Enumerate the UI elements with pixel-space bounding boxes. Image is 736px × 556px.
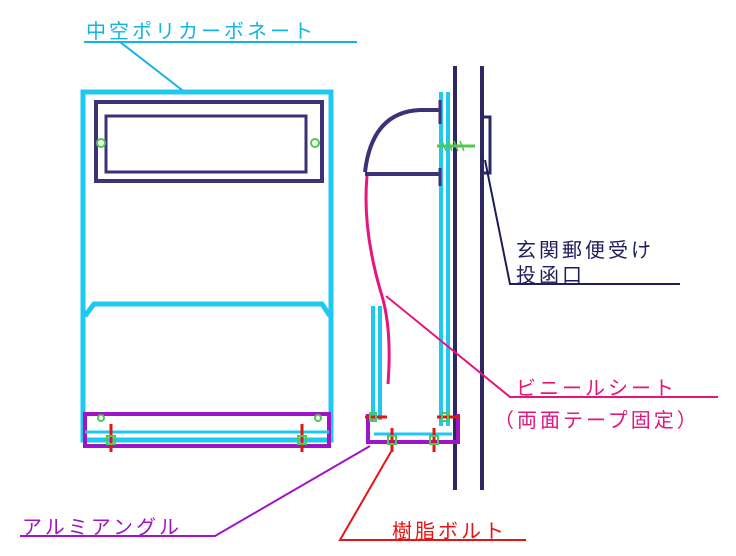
resin-bolt-side-2 <box>437 412 460 422</box>
mail-slot-frame-outer <box>94 100 324 183</box>
resin-bolt-side-4 <box>429 428 439 452</box>
label-mail-slot-line2: 投函口 <box>516 263 585 287</box>
slot-bolt-right <box>310 138 320 148</box>
angle-bolt-right <box>314 414 322 422</box>
panel-fold-line <box>83 301 333 318</box>
label-polycarbonate: 中空ポリカーボネート <box>86 19 316 43</box>
polycarbonate-panel <box>80 89 334 443</box>
slot-screw <box>437 140 475 152</box>
aluminum-angle-side <box>366 414 460 444</box>
leader-resin-bolt <box>338 449 526 541</box>
slot-bolt-left <box>96 138 106 148</box>
mail-chute-curve <box>363 108 441 173</box>
leader-aluminum-angle <box>20 445 371 537</box>
resin-bolt-side-3 <box>387 428 397 452</box>
label-resin-bolt: 樹脂ボルト <box>392 519 507 543</box>
vinyl-sheet <box>364 175 391 385</box>
mail-slot-flap <box>480 115 492 175</box>
label-aluminum-angle: アルミアングル <box>22 515 182 539</box>
label-vinyl-sheet-note: （両面テープ固定） <box>494 408 700 432</box>
label-mail-slot-line1: 玄関郵便受け <box>516 238 654 262</box>
side-view <box>363 66 492 490</box>
leader-mail-slot <box>484 159 680 285</box>
resin-bolt-front-right <box>297 424 307 452</box>
mail-slot-frame-inner <box>104 114 308 174</box>
aluminum-angle-front <box>83 412 331 448</box>
resin-bolt-side-1 <box>365 412 387 422</box>
resin-bolt-front-left <box>106 424 116 452</box>
angle-bolt-left <box>97 414 105 422</box>
leader-vinyl-sheet <box>385 295 718 398</box>
leader-lines <box>20 41 718 541</box>
front-view <box>80 89 334 452</box>
label-vinyl-sheet: ビニールシート <box>516 376 677 400</box>
